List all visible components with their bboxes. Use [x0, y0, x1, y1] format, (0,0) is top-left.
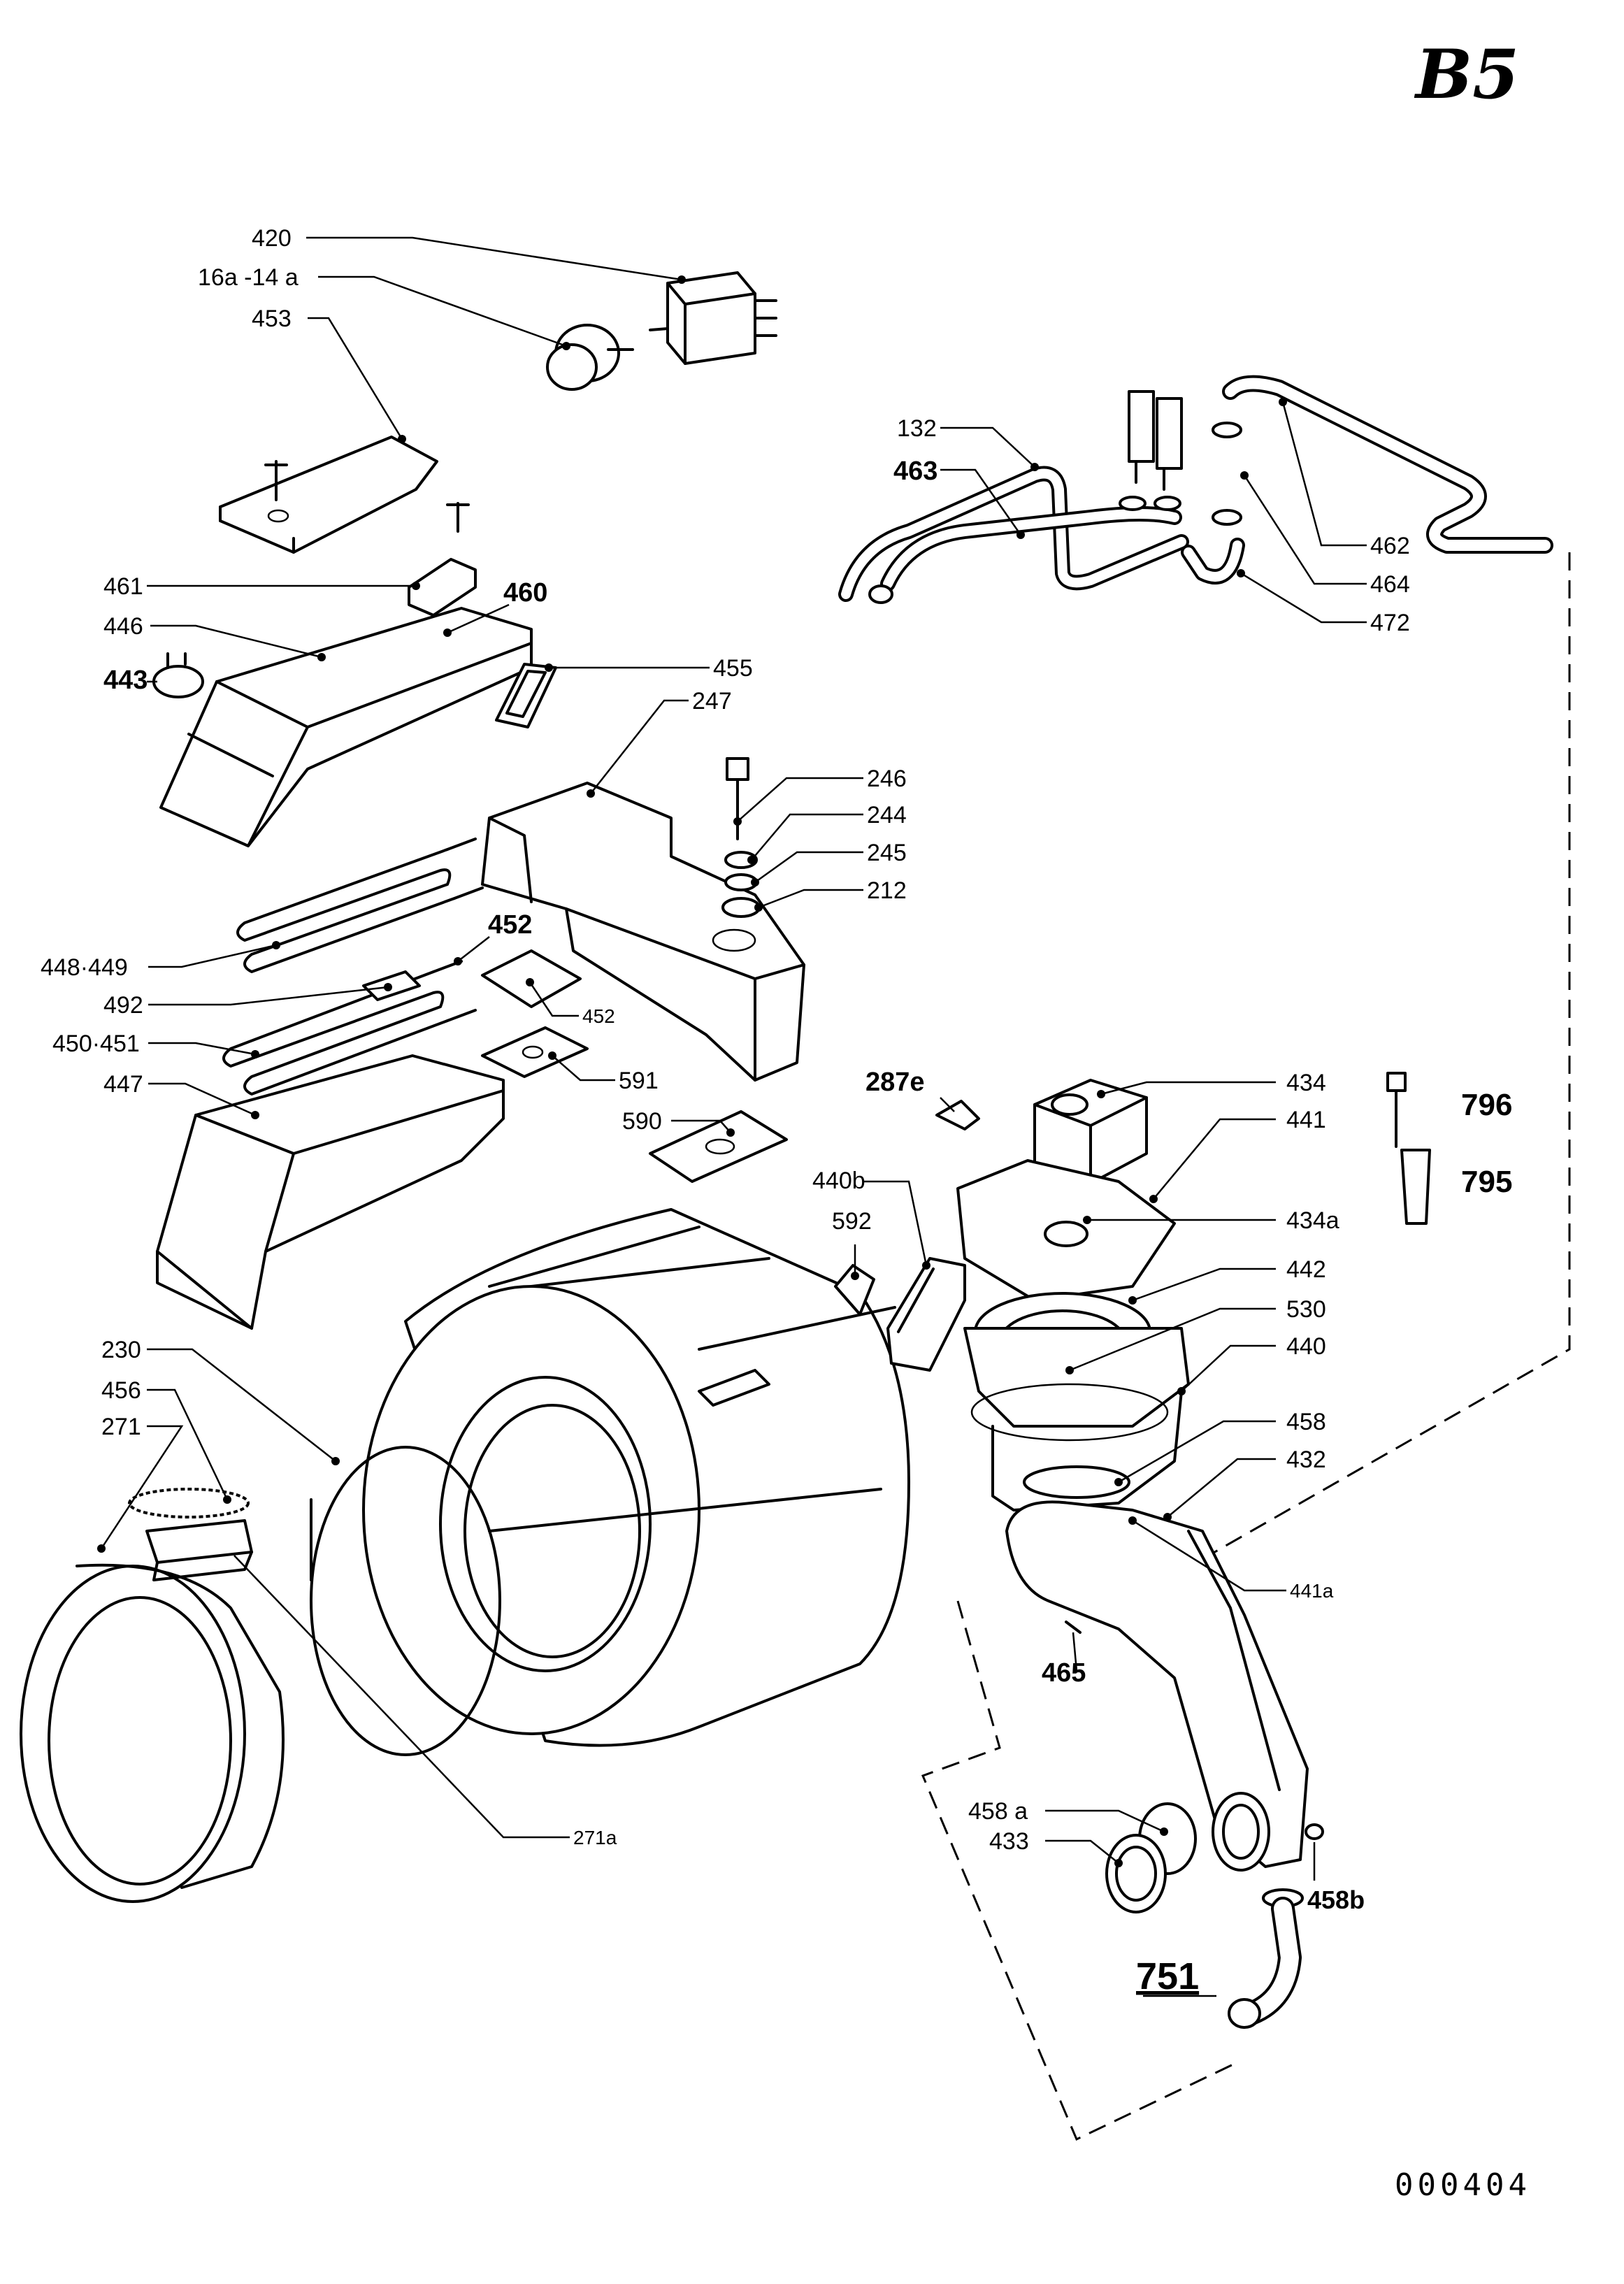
- label-245: 245: [867, 840, 907, 866]
- tube-routing-line: [1202, 552, 1571, 1560]
- lower-duct-447: [156, 1054, 505, 1330]
- label-590: 590: [622, 1108, 662, 1135]
- part-labels: 420 16a -14 a 453 461 460 446 443 455 24…: [41, 225, 1512, 1997]
- hoses-132-463: [838, 466, 1189, 604]
- drain-hose-751: [1228, 1888, 1304, 2029]
- cover-plate-453: [219, 436, 470, 554]
- label-492: 492: [103, 992, 143, 1019]
- label-472: 472: [1370, 610, 1410, 636]
- label-464: 464: [1370, 571, 1410, 598]
- filter-271a: [145, 1519, 253, 1581]
- label-287e: 287e: [865, 1068, 925, 1097]
- label-443: 443: [103, 666, 148, 695]
- label-433: 433: [989, 1828, 1029, 1855]
- sleeve-795: [1400, 1149, 1431, 1225]
- label-453: 453: [252, 306, 292, 332]
- sheet-code: 000404: [1395, 2167, 1531, 2203]
- hose-462: [1222, 375, 1553, 554]
- label-465: 465: [1042, 1658, 1086, 1688]
- label-458b: 458b: [1307, 1886, 1365, 1914]
- label-16a-14a: 16a -14 a: [198, 264, 299, 291]
- gasket-590: [649, 1110, 788, 1183]
- label-447: 447: [103, 1071, 143, 1098]
- duct-432: [1005, 1500, 1309, 1872]
- washers-244-245-212: [721, 851, 761, 918]
- thermal-fuse-443: [152, 652, 204, 698]
- label-456: 456: [101, 1377, 141, 1404]
- label-442: 442: [1286, 1256, 1326, 1283]
- thermostat-461: [408, 558, 477, 617]
- leader-lines: [97, 236, 1367, 1997]
- label-244: 244: [867, 802, 907, 828]
- label-271: 271: [101, 1414, 141, 1440]
- label-530: 530: [1286, 1296, 1326, 1323]
- label-132: 132: [897, 415, 937, 442]
- front-bezel-271: [20, 1563, 285, 1903]
- selector-switch-420: [649, 271, 777, 365]
- label-460: 460: [503, 578, 547, 608]
- label-452-plate: 452: [582, 1005, 615, 1027]
- bearing-434a: [1044, 1221, 1088, 1247]
- seal-456: [128, 1488, 250, 1518]
- drum: [362, 1208, 910, 1747]
- label-751: 751: [1136, 1955, 1199, 1997]
- bracket-592: [834, 1264, 875, 1316]
- cap-433: [1105, 1834, 1167, 1913]
- screw-246: [726, 757, 749, 840]
- label-420: 420: [252, 225, 292, 252]
- label-796: 796: [1461, 1088, 1512, 1122]
- duct-cover-446: [159, 607, 533, 847]
- label-452-top: 452: [488, 910, 532, 940]
- label-795: 795: [1461, 1165, 1512, 1199]
- label-462: 462: [1370, 533, 1410, 559]
- label-450-451: 450·451: [52, 1030, 140, 1057]
- drain-routing-line: [921, 1600, 1238, 2141]
- label-448-449: 448·449: [41, 954, 128, 981]
- hose-472: [1181, 538, 1245, 584]
- pin-465: [1065, 1621, 1082, 1634]
- door-gasket-230: [310, 1446, 501, 1756]
- label-440b: 440b: [812, 1168, 865, 1194]
- heating-element-448-449: [236, 838, 484, 973]
- control-knob-16a: [546, 324, 634, 391]
- label-458: 458: [1286, 1409, 1326, 1435]
- heater-housing-247: [481, 782, 805, 1082]
- label-271a: 271a: [573, 1827, 617, 1848]
- label-441a: 441a: [1290, 1580, 1334, 1602]
- label-434a: 434a: [1286, 1207, 1339, 1234]
- label-455: 455: [713, 655, 753, 682]
- label-230: 230: [101, 1337, 141, 1363]
- label-458a: 458 a: [968, 1798, 1028, 1825]
- label-463: 463: [893, 457, 937, 486]
- label-432: 432: [1286, 1446, 1326, 1473]
- label-246: 246: [867, 766, 907, 792]
- water-valves: [1128, 390, 1183, 491]
- flap-440b: [886, 1257, 966, 1372]
- label-446: 446: [103, 613, 143, 640]
- label-434: 434: [1286, 1070, 1326, 1096]
- clamps: [1119, 422, 1242, 526]
- clip-287e: [935, 1100, 980, 1130]
- seal-458: [1023, 1465, 1130, 1499]
- label-591: 591: [619, 1068, 659, 1094]
- label-592: 592: [832, 1208, 872, 1235]
- label-440: 440: [1286, 1333, 1326, 1360]
- label-247: 247: [692, 688, 732, 714]
- label-461: 461: [103, 573, 143, 600]
- screw-796: [1386, 1072, 1407, 1148]
- label-441: 441: [1286, 1107, 1326, 1133]
- sheet-title: B5: [1414, 35, 1519, 114]
- clip-458b: [1305, 1823, 1324, 1840]
- label-212: 212: [867, 877, 907, 904]
- gasket-591: [481, 1026, 589, 1078]
